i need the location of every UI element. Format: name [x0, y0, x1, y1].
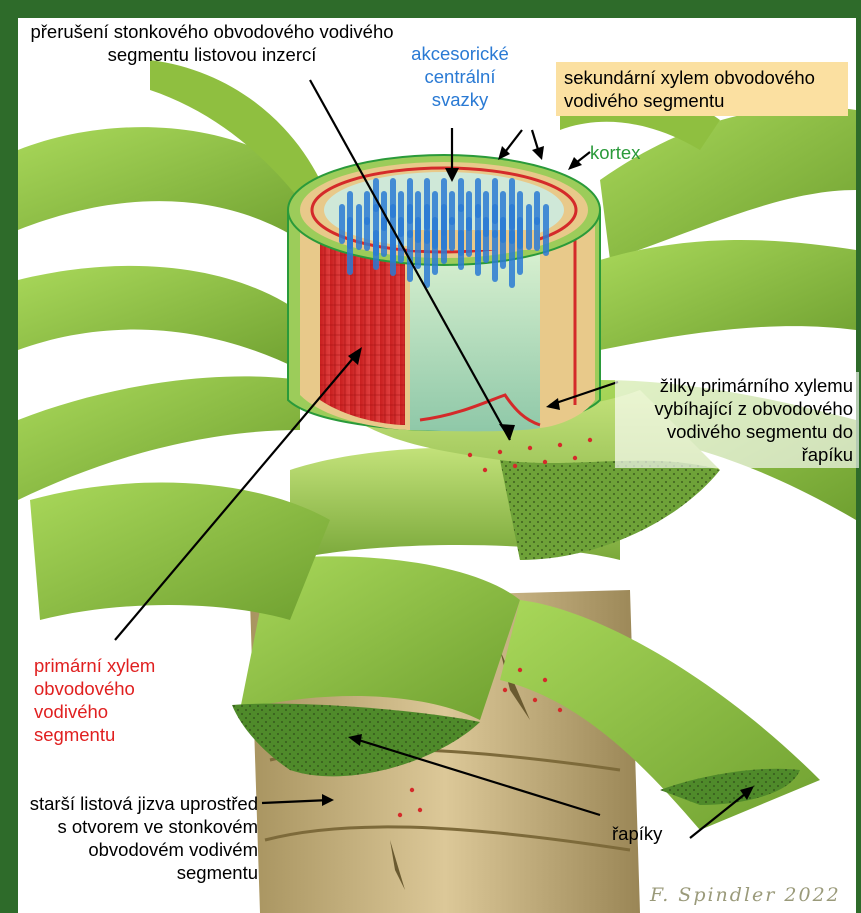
- label-cortex: kortex: [590, 141, 640, 164]
- label-primary-xylem: primární xylem obvodového vodivého segme…: [34, 654, 194, 746]
- accessory-bundle: [381, 217, 387, 257]
- xylem-dot: [533, 698, 537, 702]
- xylem-dot: [588, 438, 592, 442]
- xylem-dot: [528, 446, 532, 450]
- accessory-bundle: [526, 204, 532, 250]
- xylem-dot: [468, 453, 472, 457]
- accessory-bundle: [347, 217, 353, 275]
- accessory-bundle: [356, 204, 362, 250]
- accessory-bundle: [441, 230, 447, 264]
- label-accessory-bundles: akcesorické centrální svazky: [395, 42, 525, 111]
- label-primary-xylem-veins: žilky primárního xylemu vybíhající z obv…: [615, 372, 859, 468]
- accessory-bundle: [500, 217, 506, 269]
- xylem-dot: [518, 668, 522, 672]
- accessory-bundle: [543, 204, 549, 256]
- accessory-bundle: [415, 217, 421, 269]
- accessory-bundle: [339, 204, 345, 244]
- accessory-bundle: [483, 217, 489, 263]
- label-interruption: přerušení stonkového obvodového vodivého…: [22, 20, 402, 66]
- accessory-bundle: [517, 217, 523, 275]
- accessory-bundle: [492, 230, 498, 282]
- xylem-dot: [418, 808, 422, 812]
- xylem-dot: [573, 456, 577, 460]
- xylem-dot: [558, 443, 562, 447]
- xylem-dot: [498, 450, 502, 454]
- label-secondary-xylem: sekundární xylem obvodového vodivého seg…: [556, 62, 848, 116]
- accessory-bundle: [466, 217, 472, 257]
- accessory-bundle: [534, 217, 540, 251]
- label-old-leaf-scar: starší listová jizva uprostřed s otvorem…: [22, 792, 258, 884]
- artist-signature: F. Spindler 2022: [650, 884, 841, 906]
- accessory-bundle: [364, 217, 370, 251]
- xylem-dot: [513, 464, 517, 468]
- accessory-bundle: [475, 230, 481, 276]
- xylem-dot: [558, 708, 562, 712]
- accessory-bundle: [458, 230, 464, 270]
- xylem-dot: [410, 788, 414, 792]
- accessory-bundle: [509, 230, 515, 288]
- label-petioles: řapíky: [612, 822, 662, 845]
- xylem-dot: [543, 678, 547, 682]
- accessory-bundle: [449, 217, 455, 251]
- accessory-bundle: [432, 217, 438, 275]
- xylem-dot: [503, 688, 507, 692]
- accessory-bundle: [424, 230, 430, 288]
- accessory-bundle: [390, 230, 396, 276]
- xylem-dot: [483, 468, 487, 472]
- xylem-dot: [543, 460, 547, 464]
- accessory-bundle: [373, 230, 379, 270]
- xylem-dot: [398, 813, 402, 817]
